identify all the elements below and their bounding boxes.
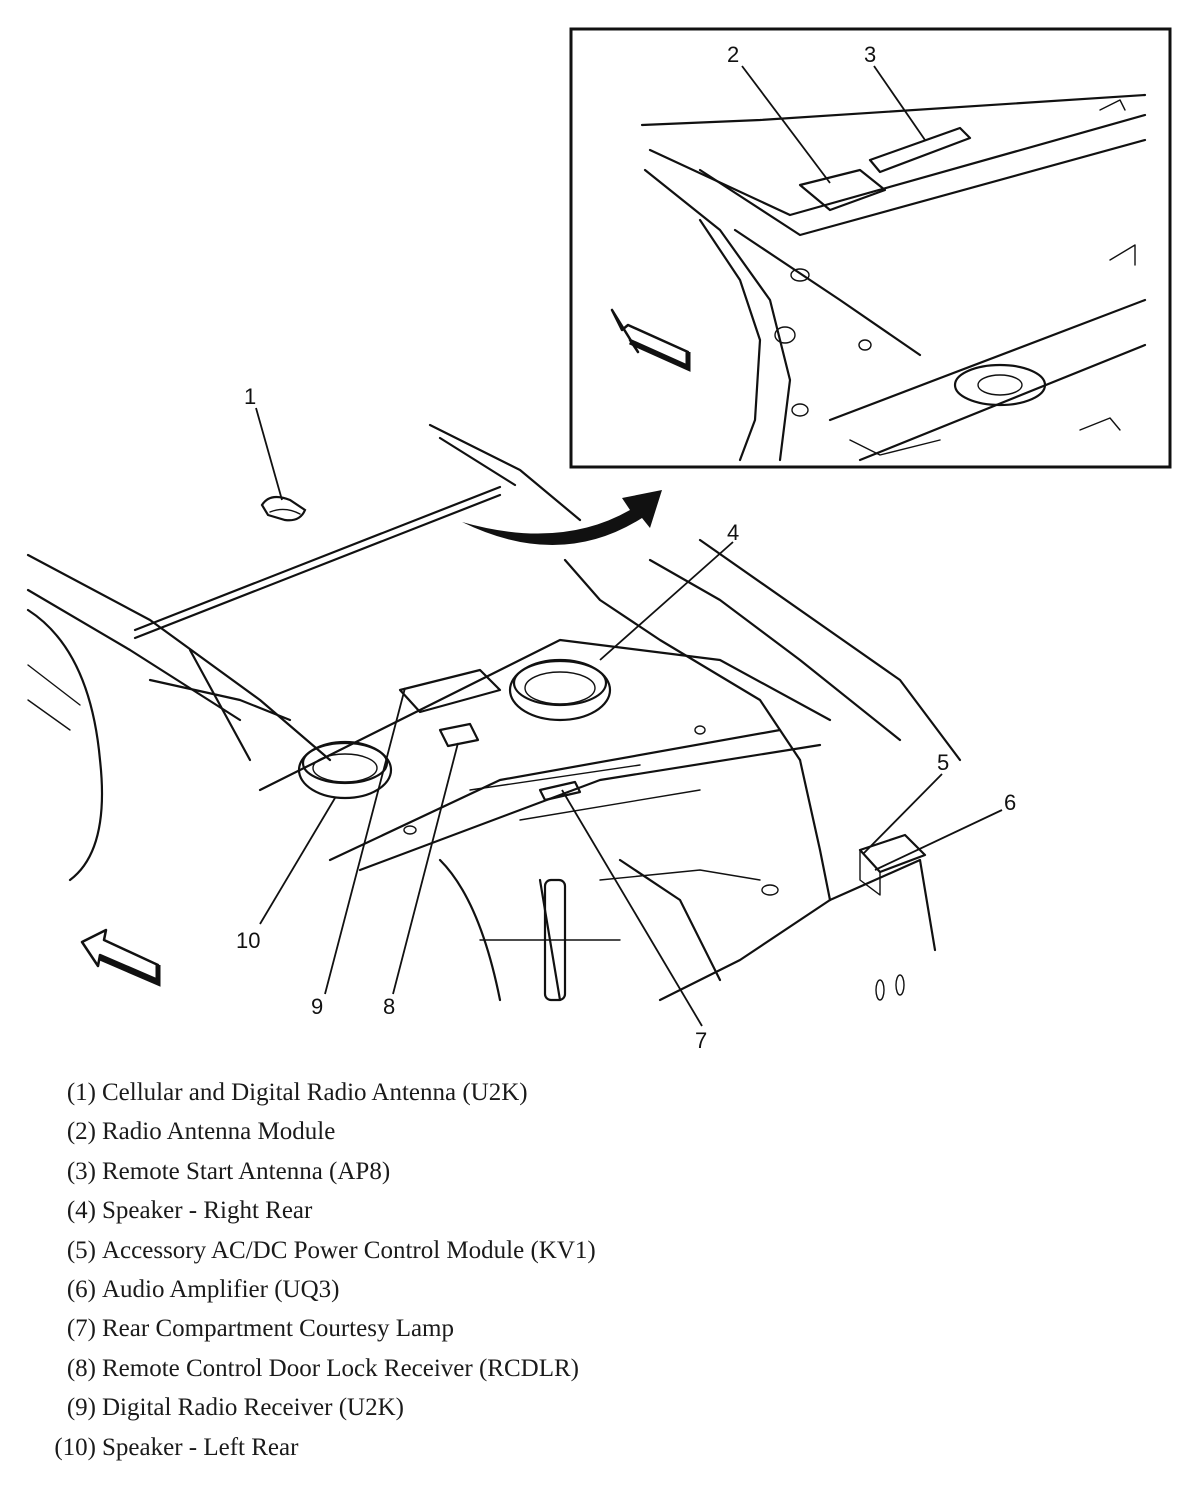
- callout-labels: 1 2 3 4 5 6 7 8 9 10: [236, 42, 1016, 1053]
- legend-number: (10): [54, 1433, 96, 1461]
- legend-item: (6)Audio Amplifier (UQ3): [44, 1270, 944, 1309]
- legend-number: (3): [66, 1157, 96, 1185]
- legend-item: (7)Rear Compartment Courtesy Lamp: [44, 1309, 944, 1348]
- legend-number: (8): [66, 1354, 96, 1382]
- component-location-diagram: 1 2 3 4 5 6 7 8 9 10: [26, 27, 1172, 1053]
- legend-item: (2)Radio Antenna Module: [44, 1112, 944, 1151]
- courtesy-lamp-shape: [538, 780, 582, 802]
- legend-text: Radio Antenna Module: [102, 1118, 336, 1146]
- legend-item: (10)Speaker - Left Rear: [44, 1428, 944, 1467]
- callout-4: 4: [727, 520, 739, 545]
- callout-2: 2: [727, 42, 739, 67]
- legend-text: Remote Start Antenna (AP8): [102, 1157, 391, 1185]
- legend-text: Remote Control Door Lock Receiver (RCDLR…: [102, 1354, 579, 1382]
- main-vehicle-view: [26, 423, 962, 1002]
- digital-radio-receiver-shape: [398, 668, 502, 714]
- rcdlr-shape: [438, 722, 480, 748]
- callout-7: 7: [695, 1028, 707, 1053]
- callout-5: 5: [937, 750, 949, 775]
- legend-text: Speaker - Right Rear: [102, 1197, 313, 1225]
- legend-text: Cellular and Digital Radio Antenna (U2K): [102, 1079, 528, 1106]
- legend-text: Speaker - Left Rear: [102, 1433, 299, 1461]
- main-direction-arrow-icon: [80, 928, 160, 982]
- remote-start-antenna-shape: [868, 126, 972, 174]
- cellular-antenna-shape: [260, 495, 307, 522]
- radio-antenna-module-shape: [798, 168, 887, 212]
- legend-number: (4): [66, 1197, 96, 1225]
- callout-9: 9: [311, 994, 323, 1019]
- callout-6: 6: [1004, 790, 1016, 815]
- legend-item: (4)Speaker - Right Rear: [44, 1191, 944, 1230]
- legend-number: (9): [66, 1394, 96, 1422]
- legend-number: (1): [66, 1079, 96, 1106]
- legend-text: Audio Amplifier (UQ3): [102, 1275, 340, 1303]
- callout-1: 1: [244, 384, 256, 409]
- legend-text: Rear Compartment Courtesy Lamp: [102, 1315, 455, 1343]
- legend-item: (9)Digital Radio Receiver (U2K): [44, 1388, 944, 1427]
- legend-item: (8)Remote Control Door Lock Receiver (RC…: [44, 1349, 944, 1388]
- leader-lines: [255, 65, 1003, 1027]
- legend-number: (6): [66, 1275, 96, 1303]
- amplifier-shape: [858, 833, 927, 874]
- legend-number: (5): [66, 1236, 96, 1264]
- legend-number: (2): [66, 1118, 96, 1146]
- callout-10: 10: [236, 928, 260, 953]
- detail-pointer-arrow-icon: [462, 490, 662, 546]
- legend-item: (3)Remote Start Antenna (AP8): [44, 1152, 944, 1191]
- legend-item: (5)Accessory AC/DC Power Control Module …: [44, 1231, 944, 1270]
- component-legend: (1)Cellular and Digital Radio Antenna (U…: [44, 1073, 944, 1467]
- legend-text: Digital Radio Receiver (U2K): [102, 1394, 404, 1422]
- legend-item: (1)Cellular and Digital Radio Antenna (U…: [44, 1073, 944, 1112]
- callout-8: 8: [383, 994, 395, 1019]
- inset-detail-view: [569, 27, 1172, 469]
- inset-frame: [569, 27, 1172, 469]
- callout-3: 3: [864, 42, 876, 67]
- legend-text: Accessory AC/DC Power Control Module (KV…: [102, 1236, 596, 1264]
- legend-number: (7): [66, 1315, 96, 1343]
